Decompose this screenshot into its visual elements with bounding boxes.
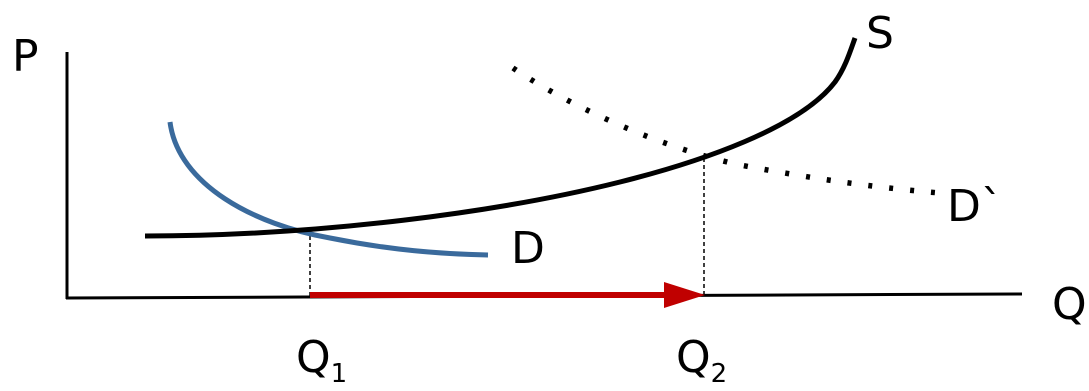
supply-curve-label: S <box>866 8 894 59</box>
quantity-shift-arrowhead <box>664 282 705 308</box>
q1-label: Q1 <box>296 332 347 389</box>
demand-curve-label: D <box>511 223 545 274</box>
x-axis-label: Q <box>1052 279 1087 330</box>
q2-label: Q2 <box>676 332 727 389</box>
new-demand-curve-label: D` <box>947 181 1003 232</box>
supply-curve <box>144 37 858 239</box>
new-demand-curve <box>511 65 941 196</box>
y-axis-label: P <box>12 31 39 82</box>
demand-curve <box>167 121 489 258</box>
